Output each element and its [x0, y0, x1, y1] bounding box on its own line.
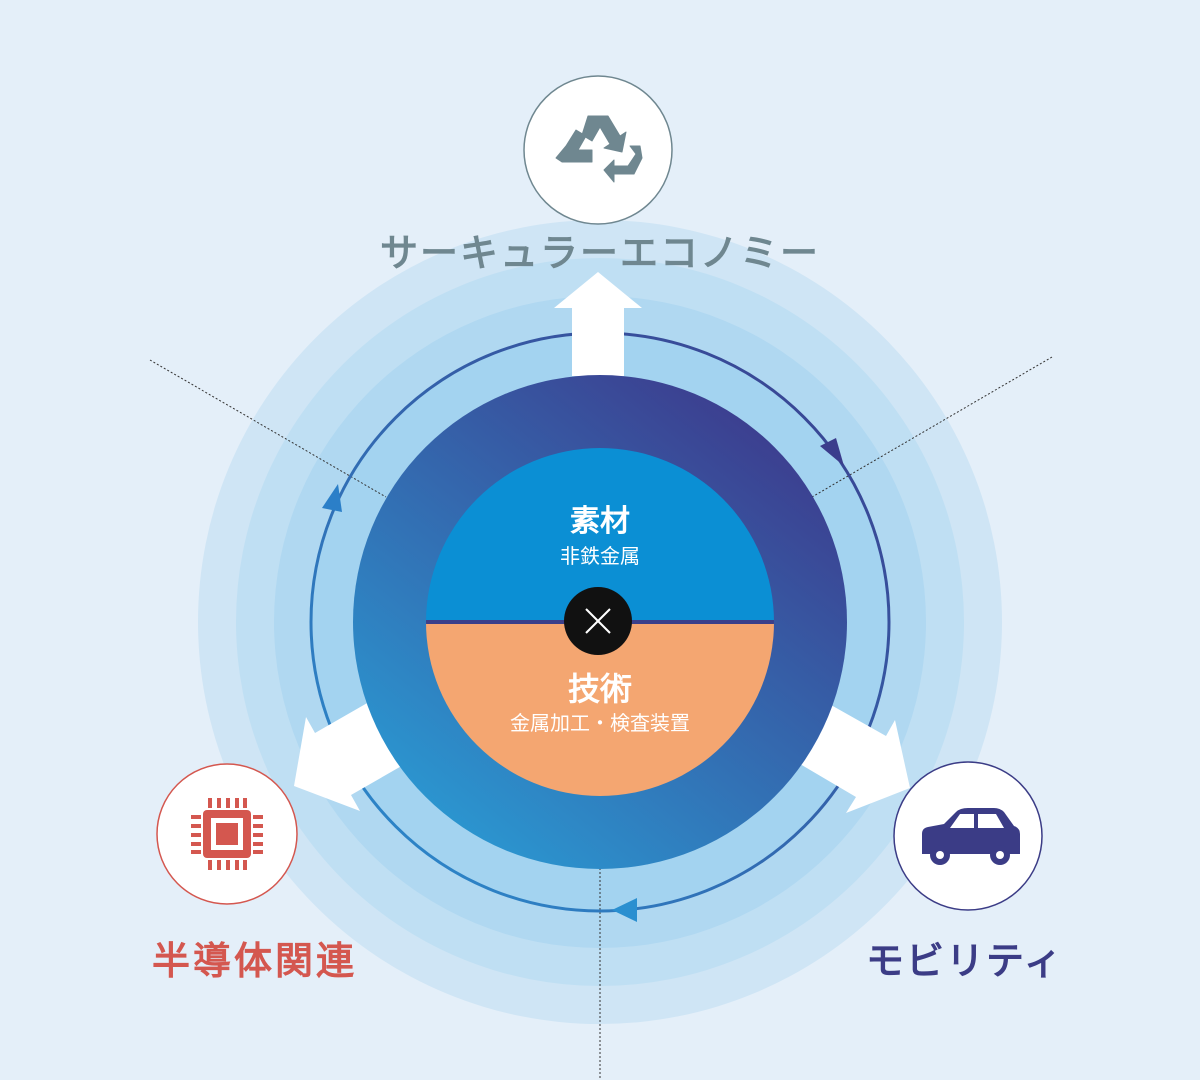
recycle-icon	[555, 115, 643, 183]
cross-icon	[585, 608, 611, 634]
arrow-to-semiconductor	[294, 702, 405, 811]
technology-subtitle: 金属加工・検査装置	[510, 711, 690, 735]
car-icon	[922, 808, 1020, 865]
material-title: 素材	[570, 504, 630, 539]
material-subtitle: 非鉄金属	[560, 544, 640, 568]
arrow-to-mobility	[800, 705, 910, 813]
cycle-arrow-right	[820, 438, 844, 466]
arrow-to-circular	[554, 272, 642, 376]
chip-icon	[191, 798, 263, 870]
cycle-arrow-bottom	[612, 898, 637, 922]
semiconductor-label: 半導体関連	[152, 939, 358, 983]
technology-title: 技術	[567, 670, 632, 708]
divider-line-left	[149, 359, 387, 498]
circular-economy-node	[523, 75, 673, 225]
mobility-label: モビリティ	[866, 939, 1064, 983]
cycle-arrow-left	[322, 484, 342, 512]
circular-economy-label: サーキュラーエコノミー	[379, 231, 820, 275]
